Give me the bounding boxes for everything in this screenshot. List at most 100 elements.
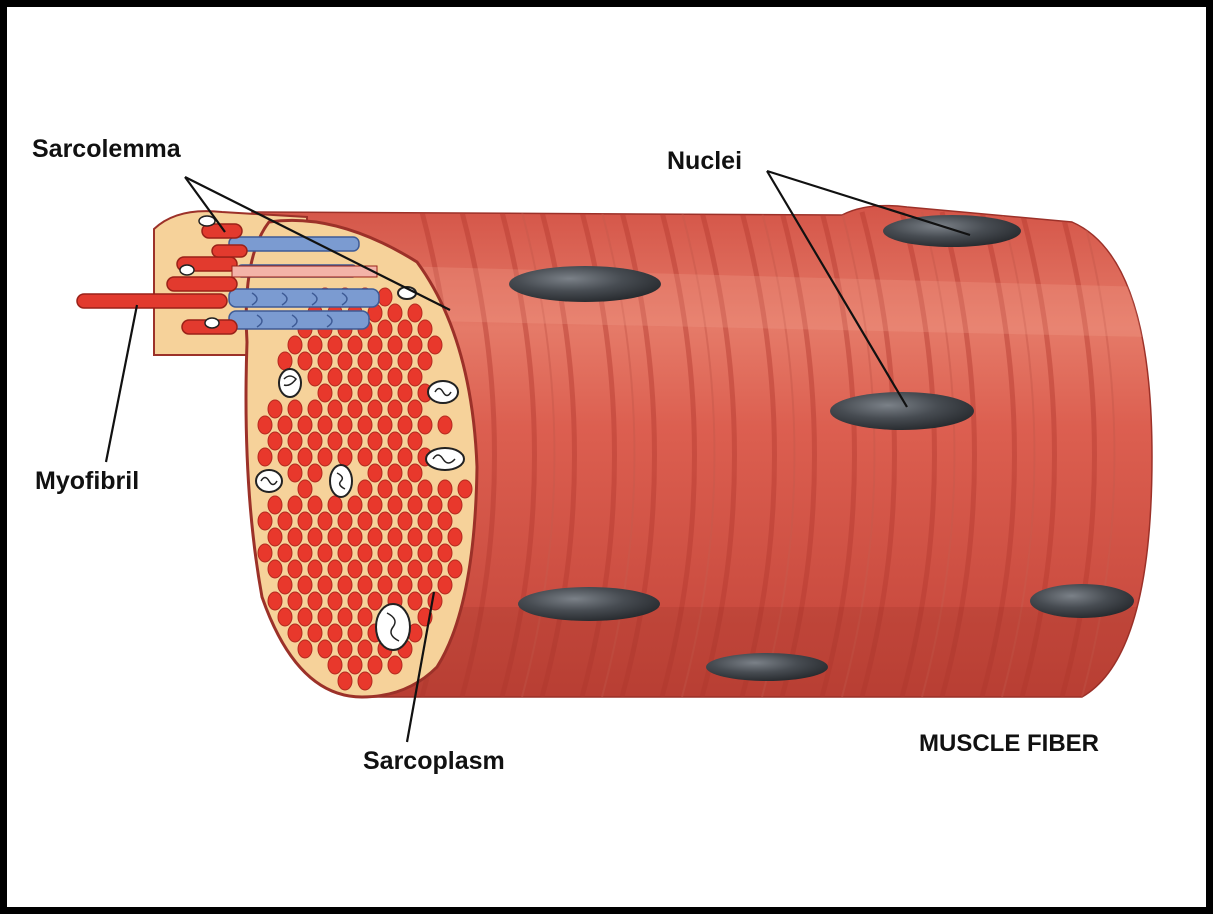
myofibril-cross-section-dot [418,512,432,530]
myofibril-cross-section-dot [448,496,462,514]
myofibril-cross-section-dot [318,576,332,594]
myofibril-cross-section-dot [388,528,402,546]
myofibril-cross-section-dot [308,528,322,546]
myofibril-cross-section-dot [378,288,392,306]
myofibril-cross-section-dot [368,592,382,610]
myofibril-cross-section-dot [348,656,362,674]
myofibril-cross-section-dot [328,560,342,578]
myofibril-cross-section-dot [398,384,412,402]
myofibril-cross-section-dot [298,448,312,466]
myofibril-cross-section-dot [308,368,322,386]
myofibril-cross-section-dot [328,336,342,354]
myofibril-cross-section-dot [448,528,462,546]
myofibril-cross-section-dot [338,672,352,690]
myofibril-cross-section-dot [328,656,342,674]
myofibril-cross-section-dot [318,544,332,562]
diagram-canvas: Sarcolemma Nuclei Myofibril Sarcoplasm M… [7,7,1206,907]
myofibril-cross-section-dot [398,544,412,562]
myofibril-cross-section-dot [338,384,352,402]
myofibril-cross-section-dot [298,512,312,530]
myofibril-cross-section-dot [358,480,372,498]
myofibril-cross-section-dot [288,592,302,610]
myofibril-cross-section-dot [378,448,392,466]
myofibril-cross-section-dot [288,624,302,642]
myofibril-cross-section-dot [328,400,342,418]
myofibril-cross-section-dot [428,592,442,610]
myofibril-cross-section-dot [318,384,332,402]
myofibril-cross-section-dot [318,640,332,658]
myofibril-cross-section-dot [328,432,342,450]
myofibril-cross-section-dot [398,512,412,530]
myofibril-cross-section-dot [318,416,332,434]
myofibril-cross-section-dot [418,576,432,594]
myofibril-cross-section-dot [368,528,382,546]
muscle-fiber-diagram: Sarcolemma Nuclei Myofibril Sarcoplasm M… [7,7,1206,907]
myofibril-cross-section-dot [368,464,382,482]
nucleus [518,587,660,621]
myofibril-cross-section-dot [388,560,402,578]
myofibril-cross-section-dot [358,672,372,690]
myofibril-cross-section-dot [268,432,282,450]
myofibril-cross-section-dot [378,416,392,434]
myofibril-cross-section-dot [378,544,392,562]
myofibril-cross-section-dot [298,608,312,626]
myofibril-cross-section-dot [288,464,302,482]
myofibril-cross-section-dot [358,352,372,370]
myofibril-cross-section-dot [328,624,342,642]
nucleus [883,215,1021,247]
myofibril-cross-section-dot [348,432,362,450]
myofibril-cross-section-dot [258,448,272,466]
myofibril-cross-section-dot [318,608,332,626]
myofibril-cross-section-dot [308,496,322,514]
myofibril-cross-section-dot [398,448,412,466]
myofibril-cross-section-dot [338,416,352,434]
myofibril-cross-section-dot [338,640,352,658]
myofibril-cross-section-dot [388,464,402,482]
myofibril-cross-section-dot [428,336,442,354]
label-nuclei: Nuclei [667,147,742,175]
myofibril-cross-section-dot [408,464,422,482]
myofibril-cross-section-dot [308,592,322,610]
myofibril-cross-section-dot [408,368,422,386]
myofibril-cross-section-dot [318,352,332,370]
myofibril-cross-section-dot [408,336,422,354]
myofibril-cross-section-dot [308,624,322,642]
myofibril-cross-section-dot [278,512,292,530]
myofibril-cross-section-dot [268,560,282,578]
nucleus [1030,584,1134,618]
myofibril-cross-section-dot [268,592,282,610]
myofibril-cross-section-dot [358,512,372,530]
myofibril-cross-section-dot [328,368,342,386]
myofibril-cross-section-dot [278,576,292,594]
myofibril-cross-section-dot [348,592,362,610]
myofibril-cross-section-dot [388,304,402,322]
myofibril-cross-section-dot [298,544,312,562]
myofibril-cross-section-dot [338,448,352,466]
myofibril-cross-section-dot [388,432,402,450]
myofibril-cross-section-dot [288,432,302,450]
myofibril-cross-section-dot [278,416,292,434]
myofibril-cross-section-dot [448,560,462,578]
myofibril-cross-section-dot [368,560,382,578]
mitochondrion [279,369,301,397]
myofibril [77,294,227,308]
myofibril-cross-section-dot [358,608,372,626]
myofibril-cross-section-dot [408,496,422,514]
myofibril-cross-section-dot [298,352,312,370]
myofibril-cross-section-dot [288,400,302,418]
myofibril-cross-section-dot [258,512,272,530]
myofibril-cross-section-dot [358,640,372,658]
myofibril-cross-section-dot [278,544,292,562]
myofibril-cross-section-dot [428,528,442,546]
myofibril-cross-section-dot [258,416,272,434]
myofibril-cross-section-dot [298,480,312,498]
myofibril-cross-section-dot [348,496,362,514]
mitochondrion [376,604,410,650]
myofibril-cross-section-dot [418,416,432,434]
myofibril-cross-section-dot [328,592,342,610]
myofibril-cross-section-dot [408,560,422,578]
myofibril-cross-section-dot [358,576,372,594]
label-myofibril: Myofibril [35,467,139,495]
myofibril-cross-section-dot [378,480,392,498]
nucleus [706,653,828,681]
